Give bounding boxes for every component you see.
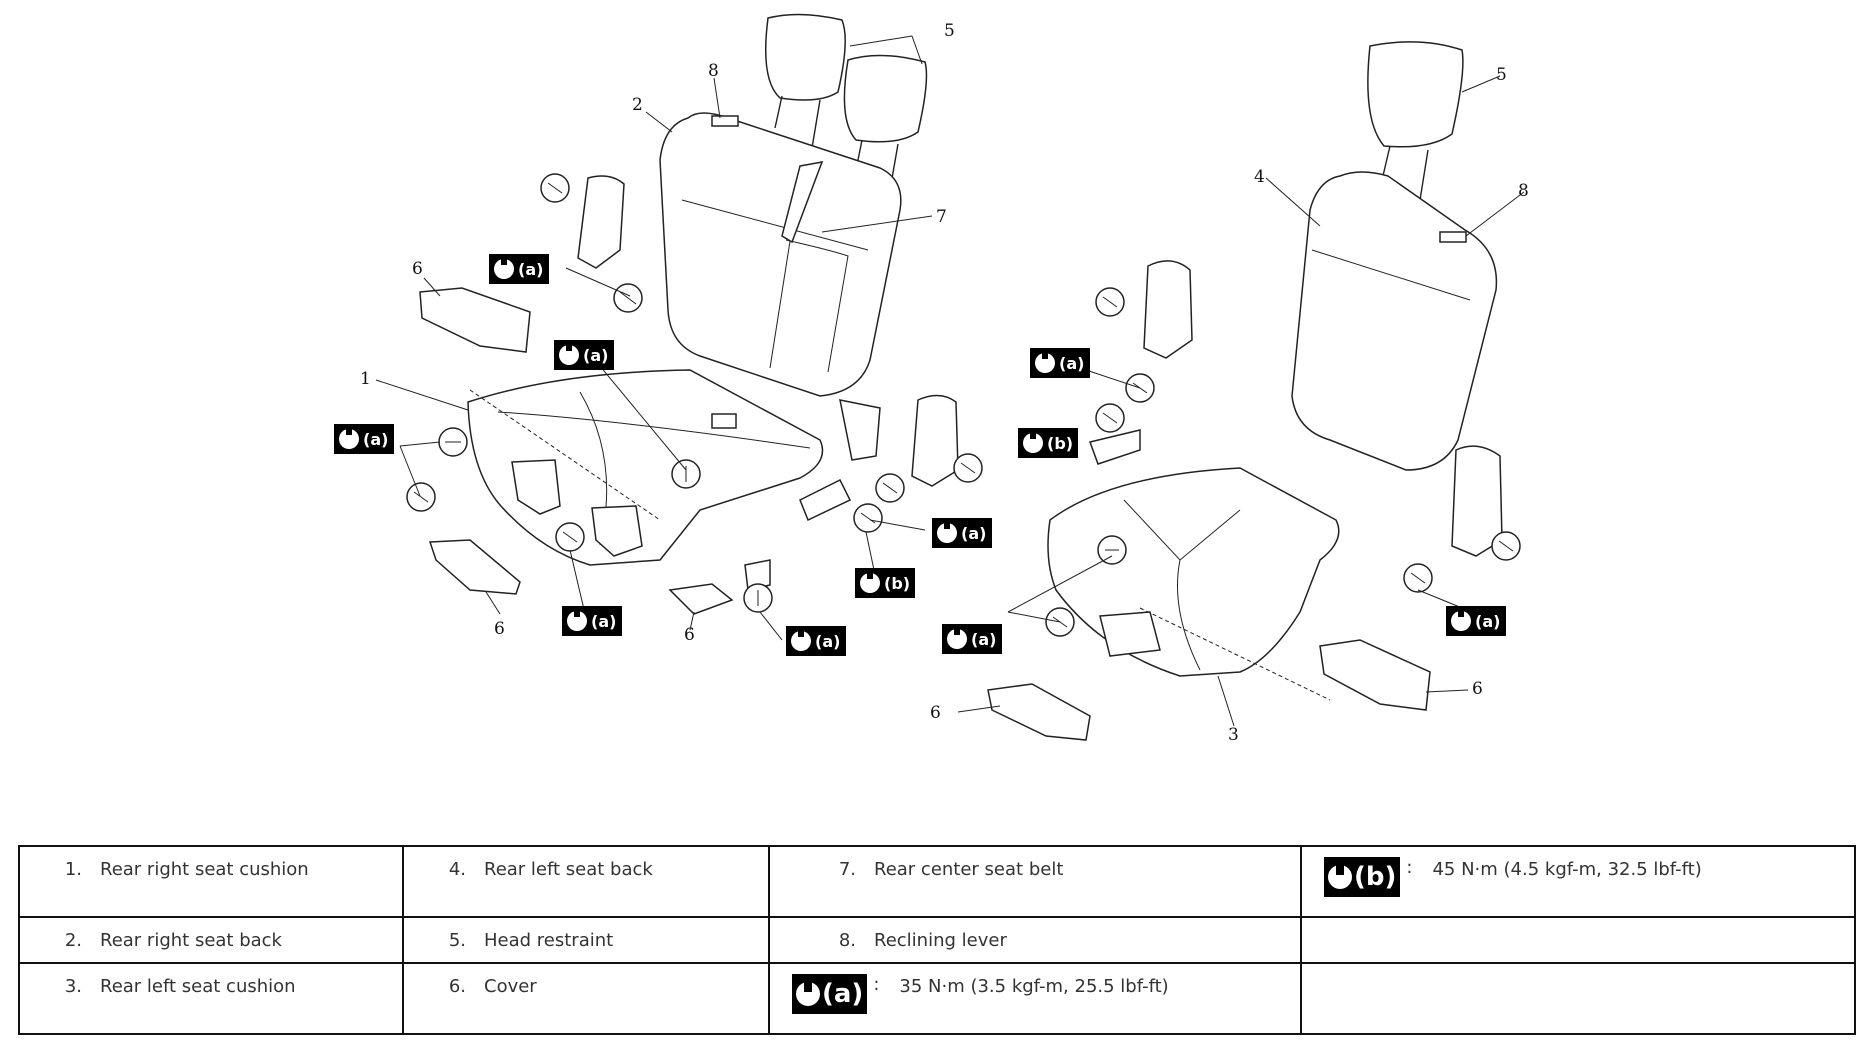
callout-4: 4 xyxy=(1254,167,1265,187)
svg-text:(a): (a) xyxy=(1475,612,1500,631)
svg-text:(a): (a) xyxy=(971,630,996,649)
callout-2: 2 xyxy=(632,95,643,115)
legend-item-4: 4. Rear left seat back xyxy=(448,859,653,880)
legend-item-5: 5. Head restraint xyxy=(448,930,614,951)
svg-text:(a): (a) xyxy=(518,260,543,279)
svg-text:(a): (a) xyxy=(363,430,388,449)
legend-cell: 3. Rear left seat cushion xyxy=(18,962,404,1035)
torque-tag-a: (a) xyxy=(786,626,846,656)
torque-tag-a: (a) xyxy=(1030,348,1090,378)
callout-5: 5 xyxy=(1496,65,1507,85)
legend-cell: 4. Rear left seat back xyxy=(402,845,770,918)
callout-numbers: 5 8 2 7 6 1 6 6 5 4 8 3 6 6 xyxy=(360,21,1529,745)
cover-bottom-right xyxy=(1319,639,1431,711)
callout-8: 8 xyxy=(708,61,719,81)
rear-left-seat-cushion xyxy=(1047,467,1340,677)
legend-cell-empty xyxy=(1300,916,1856,964)
legend-item-6: 6. Cover xyxy=(448,976,537,997)
callout-6: 6 xyxy=(412,259,423,279)
torque-badge-b: (b) xyxy=(1324,857,1401,897)
callout-5: 5 xyxy=(944,21,955,41)
hinge-bracket-right xyxy=(911,394,959,487)
wrench-icon xyxy=(796,980,820,1006)
rear-right-seat-back xyxy=(659,112,902,397)
hinge-bracket-right xyxy=(1451,445,1503,557)
rear-left-seat-back xyxy=(1291,171,1498,471)
hinge-bracket-left xyxy=(1143,260,1193,359)
torque-tag-b: (b) xyxy=(855,568,915,598)
legend-item-7: 7. Rear center seat belt xyxy=(838,859,1064,880)
callout-7: 7 xyxy=(936,207,947,227)
callout-6: 6 xyxy=(494,619,505,639)
legend-item-1: 1. Rear right seat cushion xyxy=(64,859,309,880)
callout-1: 1 xyxy=(360,369,371,389)
head-restraint-left xyxy=(764,13,846,149)
torque-tag-a: (a) xyxy=(489,254,549,284)
rear-left-seat-assembly xyxy=(957,41,1525,741)
svg-text:(b): (b) xyxy=(1047,434,1073,453)
rear-right-seat-assembly xyxy=(375,13,983,641)
hinge-bracket-left xyxy=(577,175,625,269)
legend-cell: 8. Reclining lever xyxy=(768,916,1302,964)
legend-cell: 5. Head restraint xyxy=(402,916,770,964)
head-restraint-single xyxy=(1367,41,1464,201)
legend-cell: 1. Rear right seat cushion xyxy=(18,845,404,918)
legend-cell: (b) : 45 N·m (4.5 kgf-m, 32.5 lbf-ft) xyxy=(1300,845,1856,918)
legend-cell-empty xyxy=(1300,962,1856,1035)
bolt-icon xyxy=(406,173,983,613)
svg-text:(b): (b) xyxy=(884,574,910,593)
callout-6: 6 xyxy=(1472,679,1483,699)
cover-top-left xyxy=(419,287,531,353)
torque-tag-a: (a) xyxy=(942,624,1002,654)
rear-center-seat-belt xyxy=(781,161,824,244)
torque-tag-a: (a) xyxy=(334,424,394,454)
svg-text:(a): (a) xyxy=(1059,354,1084,373)
callout-6: 6 xyxy=(930,703,941,723)
svg-text:(a): (a) xyxy=(961,524,986,543)
cover-bottom-left xyxy=(428,539,521,595)
torque-spec-a: (a) : 35 N·m (3.5 kgf-m, 25.5 lbf-ft) xyxy=(770,964,1300,1014)
callout-8: 8 xyxy=(1518,181,1529,201)
cover-bottom-left xyxy=(987,683,1091,741)
svg-text:(a): (a) xyxy=(815,632,840,651)
torque-badge-a: (a) xyxy=(792,974,868,1014)
legend-cell: 6. Cover xyxy=(402,962,770,1035)
legend-cell: 2. Rear right seat back xyxy=(18,916,404,964)
torque-tag-a: (a) xyxy=(932,518,992,548)
legend-item-8: 8. Reclining lever xyxy=(838,930,1007,951)
svg-text:(a): (a) xyxy=(583,346,608,365)
legend-item-2: 2. Rear right seat back xyxy=(64,930,282,951)
legend-item-3: 3. Rear left seat cushion xyxy=(64,976,296,997)
exploded-seat-diagram: 5 8 2 7 6 1 6 6 5 4 8 3 6 6 (a) (a) (a) xyxy=(334,13,1529,745)
callout-6: 6 xyxy=(684,625,695,645)
torque-tag-a: (a) xyxy=(554,340,614,370)
legend-cell: (a) : 35 N·m (3.5 kgf-m, 25.5 lbf-ft) xyxy=(768,962,1302,1035)
legend-cell: 7. Rear center seat belt xyxy=(768,845,1302,918)
torque-tags: (a) (a) (a) (a) (b) (a) xyxy=(334,254,1506,656)
torque-spec-b: (b) : 45 N·m (4.5 kgf-m, 32.5 lbf-ft) xyxy=(1302,847,1854,897)
parts-legend-table: 1. Rear right seat cushion 4. Rear left … xyxy=(18,845,1856,1035)
torque-tag-a: (a) xyxy=(1446,606,1506,636)
wrench-icon xyxy=(1328,863,1352,889)
svg-text:(a): (a) xyxy=(591,612,616,631)
callout-3: 3 xyxy=(1228,725,1239,745)
torque-tag-b: (b) xyxy=(1018,428,1078,458)
torque-tag-a: (a) xyxy=(562,606,622,636)
cover-bottom-center xyxy=(668,583,734,615)
